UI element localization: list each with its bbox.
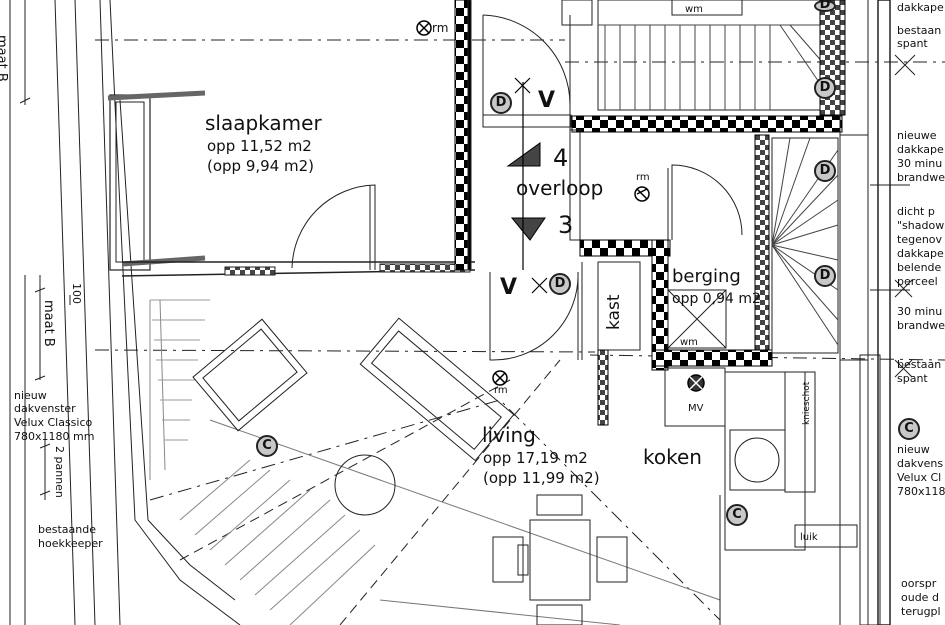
- d-marker-3: D: [814, 0, 836, 12]
- right-note-16: bestaan: [897, 358, 942, 371]
- mv-label: MV: [688, 403, 704, 414]
- d-marker-6: D: [814, 265, 836, 287]
- c-marker-3: C: [898, 418, 920, 440]
- right-note-19: dakvens: [897, 457, 944, 470]
- v-marker-bottom: V: [500, 275, 518, 300]
- right-note-10: tegenov: [897, 233, 943, 246]
- slaapkamer-net-area: (opp 9,94 m2): [207, 157, 315, 175]
- stair-step-3: 3: [558, 211, 574, 239]
- right-note-12: belende: [897, 261, 942, 274]
- hoekkeeper-line2: hoekkeeper: [38, 537, 103, 550]
- luik-label: luik: [800, 532, 818, 543]
- wm-label-berging: wm: [680, 337, 698, 348]
- right-note-20: Velux Cl: [897, 471, 942, 484]
- d-marker-1: D: [490, 92, 512, 114]
- rm-label-living: rm: [494, 385, 508, 396]
- right-note-21: 780x118: [897, 485, 945, 498]
- dim-100-label: 100: [70, 283, 83, 304]
- right-note-23: oude d: [901, 591, 939, 604]
- wm-label-top: wm: [685, 4, 703, 15]
- knieschot-label: knieschot: [802, 381, 812, 425]
- pannen-label: 2 pannen: [53, 446, 66, 498]
- right-note-17: spant: [897, 372, 928, 385]
- dakvenster-line2: dakvenster: [14, 402, 76, 415]
- right-note-13: perceel: [897, 275, 938, 288]
- right-note-15: brandwe: [897, 319, 945, 332]
- right-notes-column: dakkape bestaan spant nieuwe dakkape 30 …: [897, 0, 945, 625]
- koken-label: koken: [643, 445, 702, 469]
- right-note-18: nieuw: [897, 443, 930, 456]
- right-note-2: bestaan: [897, 24, 942, 37]
- berging-area: opp 0,94 m2: [672, 291, 761, 307]
- dakvenster-line1: nieuw: [14, 389, 47, 402]
- hoekkeeper-line1: bestaande: [38, 523, 96, 536]
- rm-label-top: rm: [432, 21, 449, 35]
- dakvenster-line3: Velux Classico: [14, 416, 93, 429]
- stair-step-4: 4: [553, 144, 569, 172]
- maat-b-top-label: maat B: [0, 35, 9, 82]
- right-note-22: oorspr: [901, 577, 937, 590]
- c-marker-1: C: [256, 435, 278, 457]
- right-note-9: "shadow: [897, 219, 945, 232]
- right-note-7: brandwe: [897, 171, 945, 184]
- slaapkamer-area: opp 11,52 m2: [207, 137, 312, 155]
- right-note-3: spant: [897, 37, 928, 50]
- overloop-label: overloop: [516, 176, 604, 200]
- right-note-8: dicht p: [897, 205, 935, 218]
- berging-label: berging: [672, 266, 741, 287]
- right-note-1: dakkape: [897, 1, 944, 14]
- slaapkamer-label: slaapkamer: [205, 111, 322, 135]
- right-note-5: dakkape: [897, 143, 944, 156]
- maat-b-label: maat B: [41, 300, 56, 347]
- right-note-11: dakkape: [897, 247, 944, 260]
- c-marker-2: C: [726, 504, 748, 526]
- living-label: living: [482, 423, 536, 447]
- d-marker-4: D: [814, 77, 836, 99]
- living-area: opp 17,19 m2: [483, 449, 588, 467]
- dakvenster-line4: 780x1180 mm: [14, 430, 95, 443]
- rm-label-overloop: rm: [636, 172, 650, 183]
- living-net-area: (opp 11,99 m2): [483, 469, 600, 487]
- kast-label: kast: [604, 294, 624, 331]
- d-marker-5: D: [814, 160, 836, 182]
- right-note-6: 30 minu: [897, 157, 943, 170]
- right-note-14: 30 minu: [897, 305, 943, 318]
- right-note-4: nieuwe: [897, 129, 937, 142]
- v-marker-top: V: [538, 88, 556, 113]
- d-marker-2: D: [549, 273, 571, 295]
- right-note-24: terugpl: [901, 605, 941, 618]
